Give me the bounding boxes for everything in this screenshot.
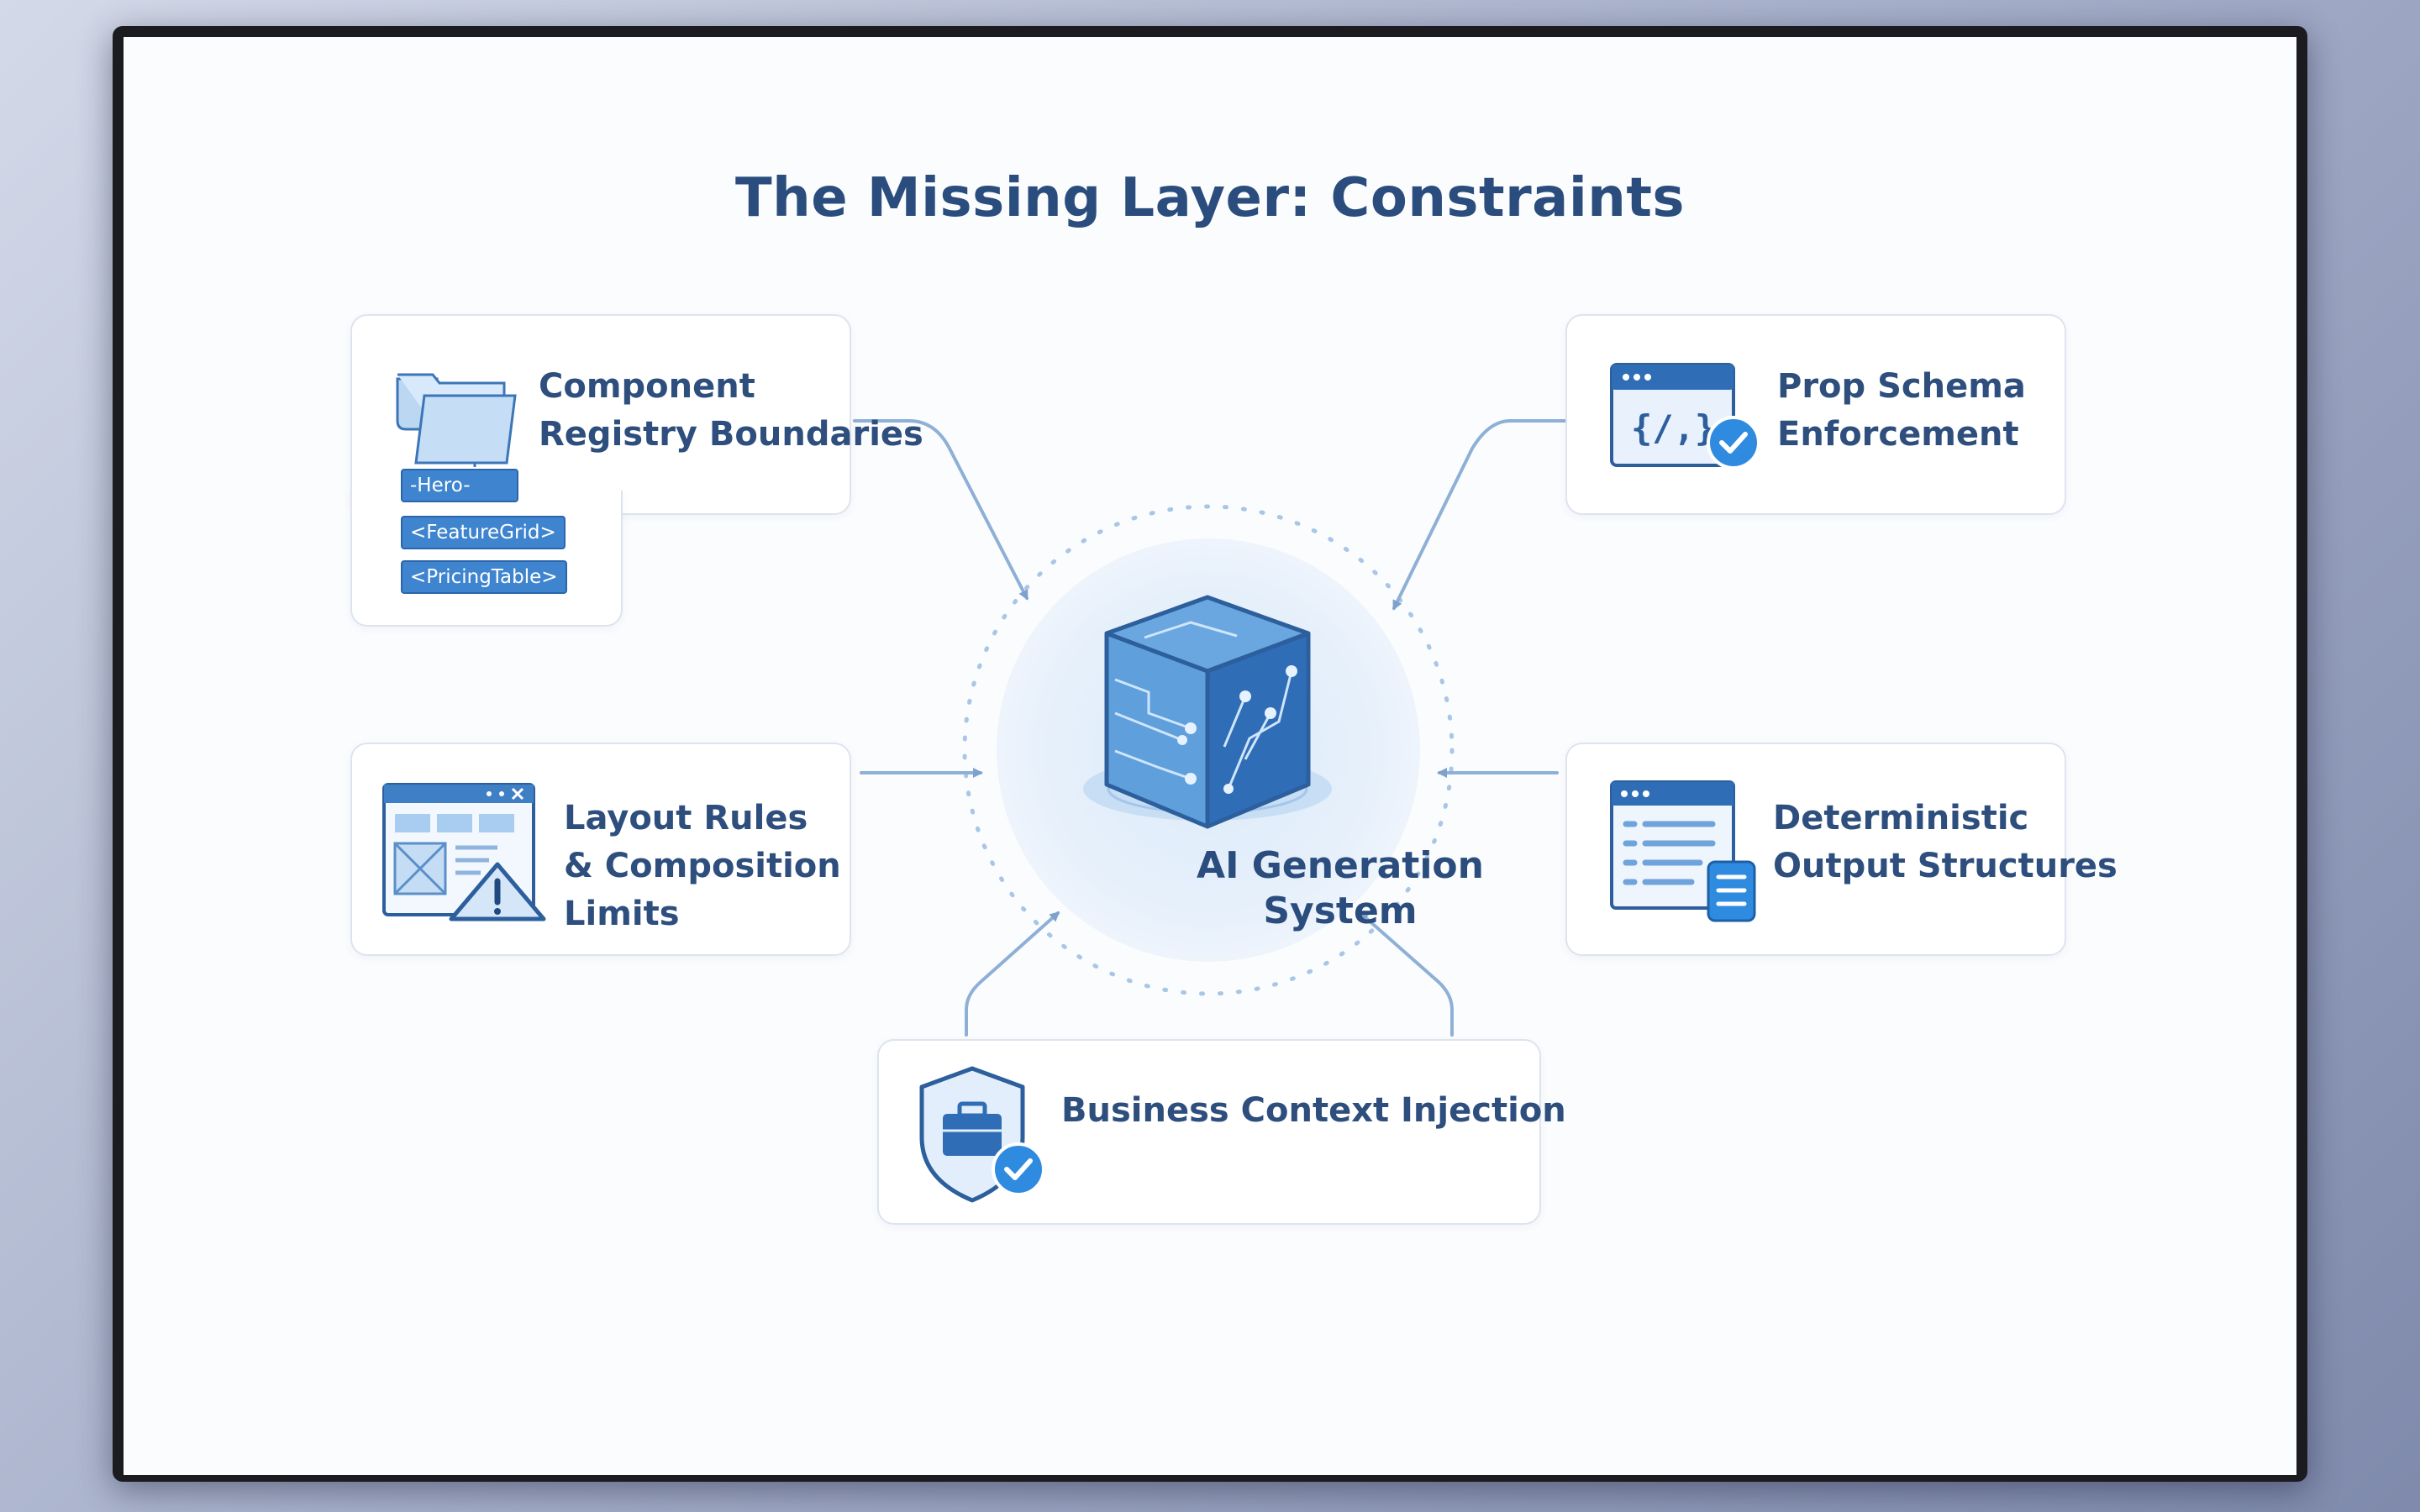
ai-cube-icon (1083, 595, 1332, 829)
document-list-icon (1610, 780, 1756, 922)
card-layout-label: Layout Rules & Composition Limits (564, 799, 841, 933)
folder-icon (396, 373, 517, 467)
card-schema-label: Prop Schema Enforcement (1777, 367, 2026, 454)
registry-tag-hero: -Hero- (401, 469, 518, 502)
layout-warning-icon (382, 783, 546, 921)
code-window-check-icon: {/,} (1610, 363, 1759, 470)
center-dotted-ring (962, 504, 1455, 996)
registry-tag-pricingtable: <PricingTable> (401, 560, 567, 594)
schema-code-text: {/,} (1631, 407, 1716, 449)
card-business-label: Business Context Injection (1061, 1091, 1566, 1130)
arrow-business-right (1358, 911, 1454, 1037)
card-registry-label: Component Registry Boundaries (539, 367, 923, 454)
arrow-schema (1392, 419, 1569, 611)
registry-tag-featuregrid: <FeatureGrid> (401, 516, 566, 549)
arrow-registry (853, 419, 1028, 601)
slide-title: The Missing Layer: Constraints (735, 167, 1685, 229)
slide: The Missing Layer: Constraints (124, 37, 2296, 1475)
arrow-business-left (965, 911, 1060, 1037)
shield-briefcase-icon (919, 1066, 1045, 1203)
center-label: AI Generation System (1197, 844, 1484, 932)
card-output-label: Deterministic Output Structures (1773, 799, 2118, 885)
